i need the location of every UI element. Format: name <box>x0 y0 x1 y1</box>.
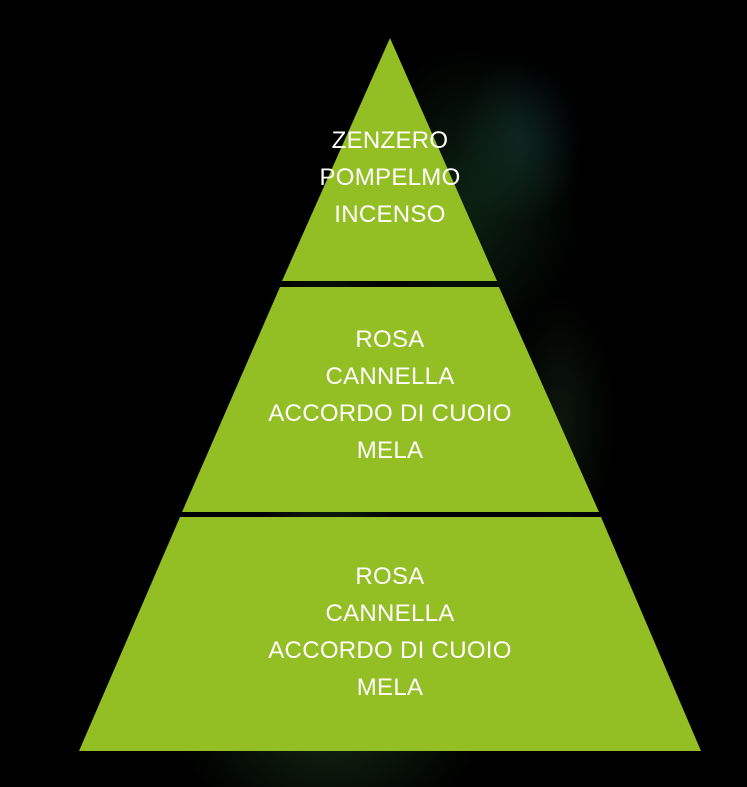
pyramid-base-tier <box>79 517 701 751</box>
note-label: ROSA <box>355 326 425 353</box>
note-label: ACCORDO DI CUOIO <box>268 637 512 664</box>
pyramid-middle-tier <box>182 287 599 512</box>
note-label: ACCORDO DI CUOIO <box>268 400 512 427</box>
note-label: MELA <box>356 437 424 464</box>
base-notes: ROSA CANNELLA ACCORDO DI CUOIO MELA <box>0 558 747 706</box>
note-label: CANNELLA <box>325 363 455 390</box>
pyramid-top-tier <box>282 38 497 281</box>
note-label: CANNELLA <box>325 600 455 627</box>
note-label: MELA <box>356 674 424 701</box>
top-notes: ZENZERO POMPELMO INCENSO <box>0 122 747 233</box>
note-label: POMPELMO <box>319 164 461 191</box>
note-label: ROSA <box>355 563 425 590</box>
heart-notes: ROSA CANNELLA ACCORDO DI CUOIO MELA <box>0 321 747 469</box>
note-label: ZENZERO <box>331 127 449 154</box>
note-label: INCENSO <box>334 201 446 228</box>
